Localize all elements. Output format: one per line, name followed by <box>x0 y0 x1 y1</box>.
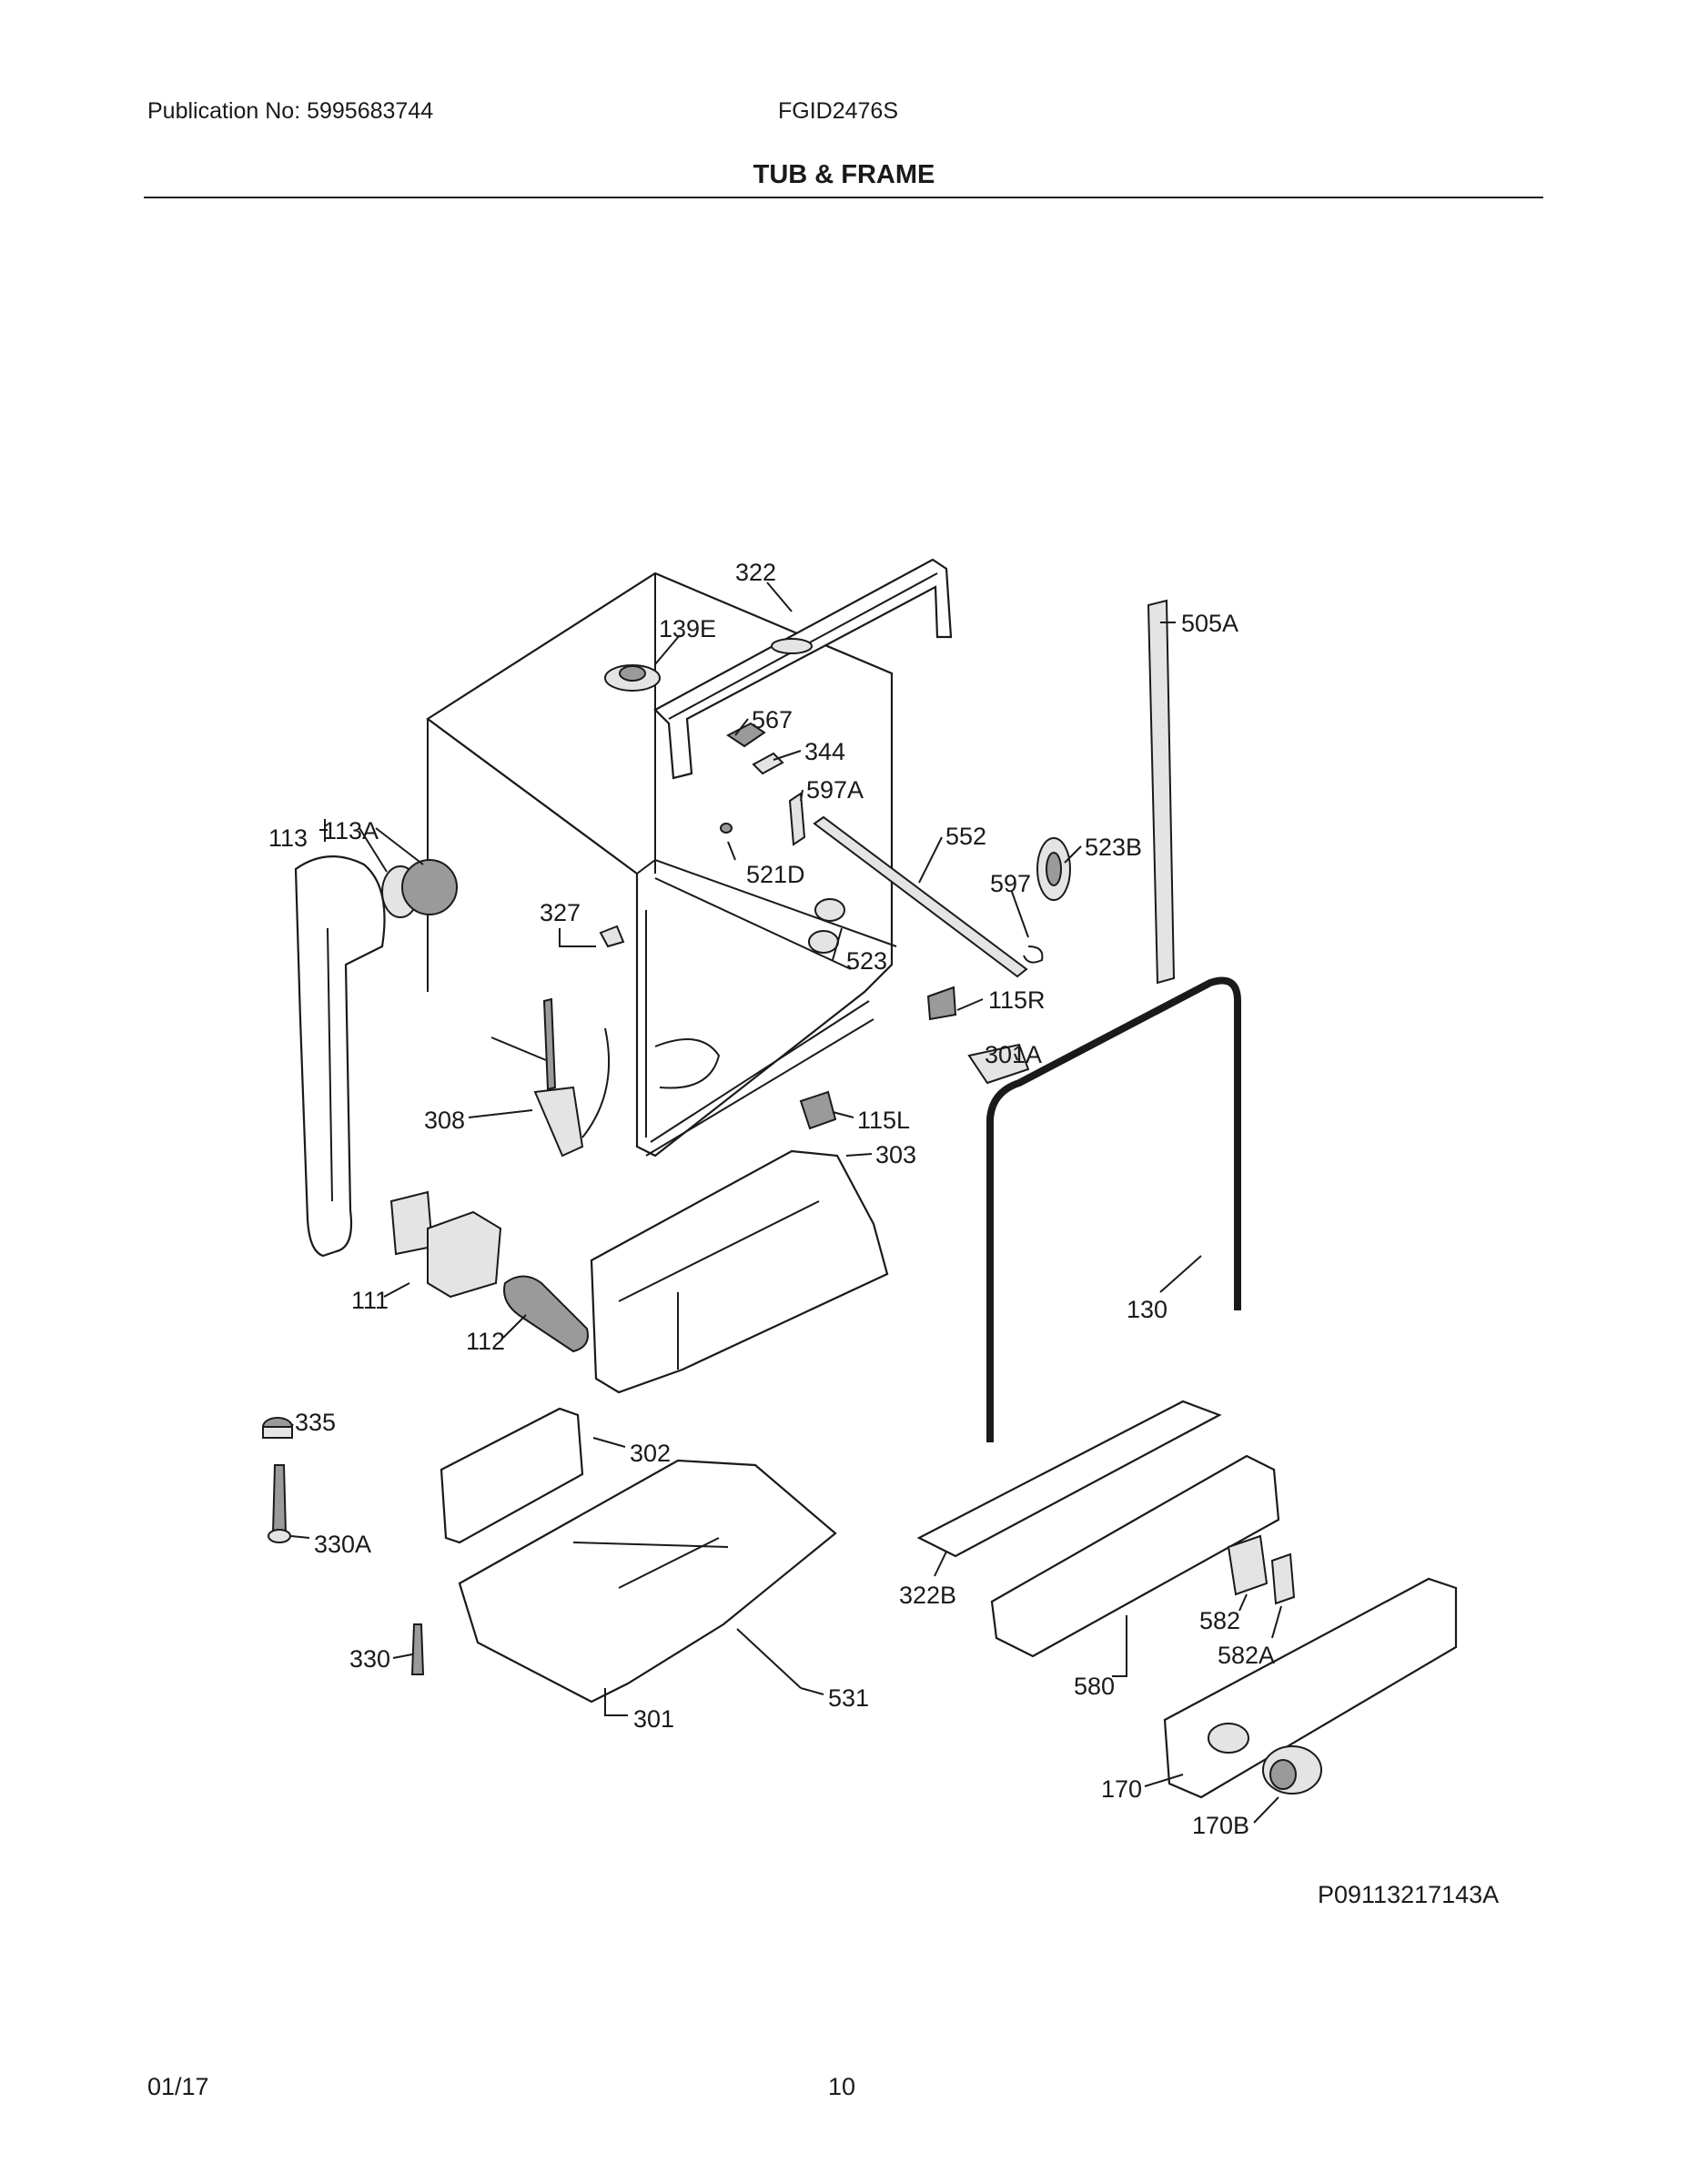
callout-139E: 139E <box>659 615 716 642</box>
callout-113: 113 <box>268 824 308 852</box>
screw-327-part <box>599 925 625 948</box>
callout-308: 308 <box>424 1107 465 1134</box>
base-pan-part <box>458 1459 837 1704</box>
callout-523: 523 <box>846 947 887 975</box>
callout-301A: 301A <box>985 1041 1042 1068</box>
callout-344: 344 <box>804 738 845 765</box>
rail-part <box>813 815 1028 978</box>
leveling-leg-part <box>268 1464 291 1543</box>
control-housing-part <box>990 1454 1280 1658</box>
header-divider <box>144 197 1543 198</box>
door-gasket-part <box>986 976 1241 1442</box>
figure-code: P09113217143A <box>1318 1881 1500 1908</box>
door-hinge-cover-part <box>967 1043 1030 1085</box>
latch-part <box>788 792 806 846</box>
fittings-part <box>808 898 845 954</box>
plug-part <box>720 823 733 834</box>
callout-531: 531 <box>828 1684 869 1712</box>
callout-505A: 505A <box>1181 610 1238 637</box>
callout-301: 301 <box>633 1705 674 1733</box>
callout-580: 580 <box>1074 1673 1115 1700</box>
callout-303: 303 <box>875 1141 916 1168</box>
callout-597A: 597A <box>806 776 864 804</box>
switch-part <box>1227 1534 1269 1596</box>
page-number: 10 <box>828 2073 856 2100</box>
callout-322B: 322B <box>899 1582 956 1609</box>
publication-number: Publication No: 5995683744 <box>147 98 434 124</box>
lower-bracket-part <box>916 1400 1222 1558</box>
side-duct-part <box>294 855 386 1258</box>
vent-rings-part <box>381 859 458 918</box>
callout-115L: 115L <box>857 1107 910 1134</box>
callout-322: 322 <box>735 559 776 586</box>
hinge-left-part <box>799 1090 837 1130</box>
model-number: FGID2476S <box>778 98 899 124</box>
wire-part <box>736 1628 802 1689</box>
kickplate-part <box>1163 1577 1458 1799</box>
callout-567: 567 <box>752 706 793 733</box>
callout-labels: 322 139E 505A 567 344 597A 552 523B 113 … <box>268 559 1275 1839</box>
callout-597: 597 <box>990 870 1031 897</box>
footer-date: 01/17 <box>147 2073 209 2100</box>
hinge-assembly-part <box>490 997 584 1158</box>
toe-bracket-part <box>440 1407 584 1544</box>
callout-112: 112 <box>466 1328 505 1355</box>
callout-170B: 170B <box>1192 1812 1249 1839</box>
callout-552: 552 <box>945 823 986 850</box>
callout-113A: 113A <box>323 817 379 844</box>
clip-part <box>726 722 766 748</box>
callout-335: 335 <box>295 1409 336 1436</box>
clip-597-part <box>1023 945 1044 964</box>
callout-130: 130 <box>1127 1296 1167 1323</box>
screw-330-part <box>410 1623 425 1675</box>
callout-111: 111 <box>351 1287 389 1314</box>
grommet-part <box>1036 837 1071 901</box>
callout-302: 302 <box>630 1440 671 1467</box>
hinge-right-part <box>926 986 957 1021</box>
switch-cover-part <box>1270 1552 1296 1605</box>
hose-part <box>503 1275 589 1353</box>
vent-cap-part <box>604 664 661 692</box>
leveling-nut-part <box>262 1417 293 1439</box>
callout-521D: 521D <box>746 861 805 888</box>
callout-327: 327 <box>540 899 581 926</box>
top-bracket-part <box>653 558 953 780</box>
handle-part <box>1262 1745 1322 1795</box>
callout-582: 582 <box>1199 1607 1240 1634</box>
pump-part <box>389 1190 502 1299</box>
tub <box>426 571 897 1158</box>
side-trim-strip <box>1147 599 1176 985</box>
callout-523B: 523B <box>1085 834 1142 861</box>
leader-lines <box>290 581 1282 1824</box>
callout-115R: 115R <box>988 986 1046 1014</box>
callout-330A: 330A <box>314 1531 371 1558</box>
base-part <box>590 1149 889 1394</box>
callout-330: 330 <box>349 1645 390 1673</box>
callout-170: 170 <box>1101 1775 1142 1803</box>
callout-582A: 582A <box>1218 1642 1275 1669</box>
section-title: TUB & FRAME <box>753 160 935 189</box>
